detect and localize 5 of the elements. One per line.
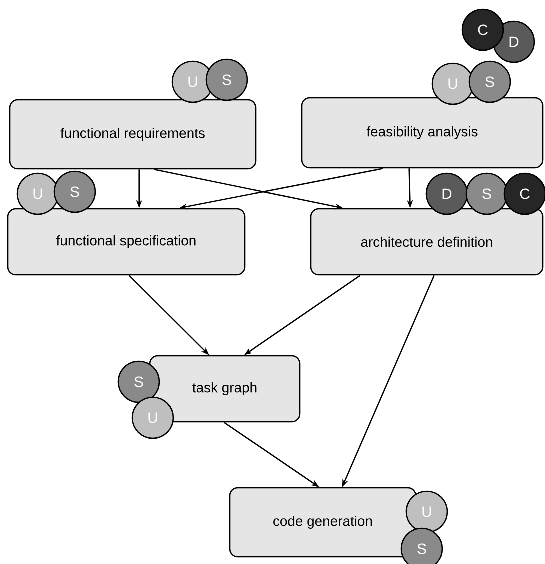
process-box: functional specification: [7, 208, 246, 276]
process-box: architecture definition: [310, 208, 544, 276]
process-box: functional requirements: [9, 99, 257, 170]
process-box: code generation: [229, 487, 417, 558]
process-box: feasibility analysis: [301, 97, 544, 169]
